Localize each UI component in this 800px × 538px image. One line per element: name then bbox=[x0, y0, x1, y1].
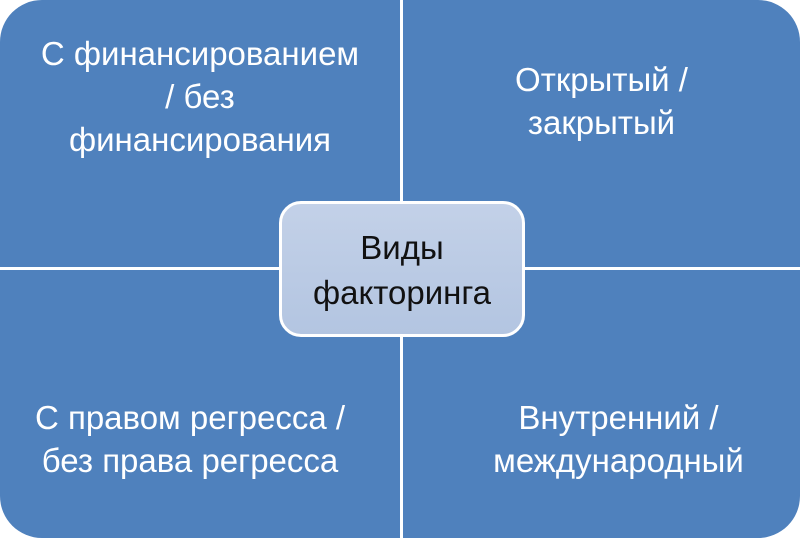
quadrant-recourse-text: С правом регресса / без права регресса bbox=[0, 396, 390, 482]
text-line: финансирования bbox=[68, 121, 332, 158]
quadrant-open-closed-text: Открытый / закрытый bbox=[403, 58, 800, 144]
text-line: закрытый bbox=[527, 104, 676, 141]
text-line: международный bbox=[493, 442, 744, 479]
text-line: С финансированием bbox=[40, 35, 360, 72]
text-line: Виды bbox=[360, 229, 444, 266]
text-line: Открытый / bbox=[515, 61, 688, 98]
center-node-text: Виды факторинга bbox=[282, 225, 522, 315]
text-line: С правом регресса / bbox=[34, 399, 346, 436]
quadrant-financing-text: С финансированием / без финансирования bbox=[0, 32, 400, 161]
center-node: Виды факторинга bbox=[279, 201, 525, 337]
text-line: факторинга bbox=[312, 274, 492, 311]
quadrant-financing: С финансированием / без финансирования bbox=[0, 0, 400, 267]
text-line: Внутренний / bbox=[518, 399, 719, 436]
text-line: без права регресса bbox=[41, 442, 339, 479]
quadrant-domestic-international-text: Внутренний / международный bbox=[420, 396, 800, 482]
text-line: / без bbox=[165, 78, 235, 115]
